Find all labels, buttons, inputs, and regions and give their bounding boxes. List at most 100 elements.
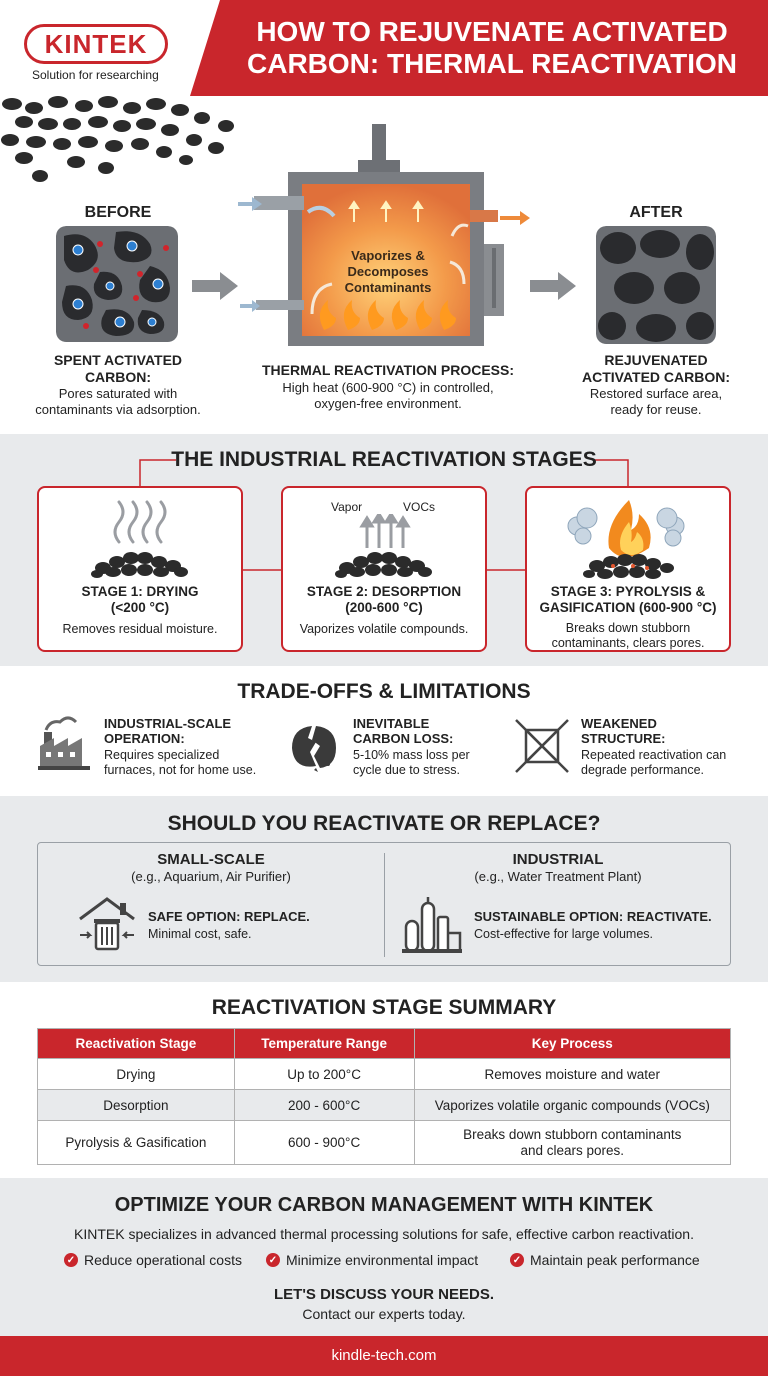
tradeoff-title: INDUSTRIAL-SCALE OPERATION:	[104, 716, 256, 746]
summary-title: REACTIVATION STAGE SUMMARY	[211, 996, 557, 1019]
rejuvenated-title: REJUVENATED ACTIVATED CARBON:	[566, 352, 746, 386]
house-trash-icon	[79, 897, 135, 951]
tradeoff-title-line-2: CARBON LOSS:	[353, 731, 454, 746]
tradeoff-title: WEAKENED STRUCTURE:	[581, 716, 726, 746]
stage-desc-line-1: Removes residual moisture.	[62, 622, 218, 636]
arrow-right-icon	[530, 272, 576, 300]
tradeoff-item: WEAKENED STRUCTURE: Repeated reactivatio…	[581, 716, 726, 778]
table-cell-line-2: and clears pores.	[520, 1142, 625, 1158]
benefit-label: Maintain peak performance	[530, 1252, 700, 1268]
tradeoff-item: INDUSTRIAL-SCALE OPERATION: Requires spe…	[104, 716, 256, 778]
benefit-item: ✓ Maintain peak performance	[510, 1252, 700, 1268]
tradeoff-title-line-1: WEAKENED	[581, 716, 657, 731]
thermal-desc-line-2: oxygen-free environment.	[314, 396, 462, 411]
benefit-item: ✓ Reduce operational costs	[64, 1252, 242, 1268]
footer-link[interactable]: kindle-tech.com	[0, 1336, 768, 1376]
title-line-1: HOW TO REJUVENATE ACTIVATED	[256, 16, 728, 47]
stage-title-line-1: STAGE 3: PYROLYSIS &	[550, 584, 706, 599]
stage-title-line-2: GASIFICATION (600-900 °C)	[539, 600, 717, 615]
check-icon: ✓	[266, 1253, 280, 1267]
industrial-heading: INDUSTRIAL	[512, 851, 604, 868]
stage-title: STAGE 1: DRYING (<200 °C)	[39, 584, 241, 616]
spent-desc: Pores saturated with contaminants via ad…	[14, 386, 222, 418]
rejuvenated-carbon-image	[596, 226, 716, 344]
header: KINTEK Solution for researching HOW TO R…	[0, 0, 768, 96]
spent-carbon-image	[56, 226, 178, 342]
cta-contact[interactable]: Contact our experts today.	[302, 1306, 466, 1322]
weakened-structure-icon	[515, 719, 569, 773]
carbon-pellets-illustration	[1, 96, 234, 182]
tradeoff-desc-line-2: cycle due to stress.	[353, 763, 460, 777]
table-cell: 200 - 600°C	[233, 1089, 415, 1121]
stage-desc-line-1: Vaporizes volatile compounds.	[299, 622, 469, 636]
furnace-text-line-2: Decomposes	[347, 264, 429, 279]
tradeoff-title-line-1: INEVITABLE	[353, 716, 430, 731]
table-row: Pyrolysis & Gasification 600 - 900°C Bre…	[37, 1120, 732, 1165]
stage-card-drying: STAGE 1: DRYING (<200 °C) Removes residu…	[37, 486, 243, 652]
spent-title: SPENT ACTIVATED CARBON:	[28, 352, 208, 386]
after-label: AFTER	[629, 204, 683, 221]
tradeoff-desc-line-1: 5-10% mass loss per	[353, 748, 470, 762]
benefit-label: Reduce operational costs	[84, 1252, 242, 1268]
tradeoffs-section: TRADE-OFFS & LIMITATIONS INDUSTRIAL-SCAL…	[0, 666, 768, 796]
table-cell: Breaks down stubborn contaminants and cl…	[413, 1120, 732, 1165]
table-header: Key Process	[413, 1028, 732, 1059]
table-cell-line-1: Breaks down stubborn contaminants	[463, 1126, 682, 1142]
stage-desc: Breaks down stubborn contaminants, clear…	[527, 621, 729, 651]
cta-title: OPTIMIZE YOUR CARBON MANAGEMENT WITH KIN…	[114, 1194, 654, 1216]
rejuvenated-desc-line-1: Restored surface area,	[589, 386, 723, 401]
tradeoff-title-line-2: OPERATION:	[104, 731, 185, 746]
spent-title-line-1: SPENT ACTIVATED	[53, 352, 183, 368]
stages-connector-lines	[139, 459, 629, 571]
page-title: HOW TO REJUVENATE ACTIVATED CARBON: THER…	[236, 16, 748, 80]
rejuvenated-desc: Restored surface area, ready for reuse.	[566, 386, 746, 418]
furnace-text-line-3: Contaminants	[344, 280, 432, 295]
tradeoff-desc: Requires specialized furnaces, not for h…	[104, 748, 256, 778]
plant-icon	[402, 897, 462, 953]
table-header-row: Reactivation Stage Temperature Range Key…	[37, 1028, 732, 1059]
stage-title-line-2: (<200 °C)	[110, 600, 170, 615]
kintek-logo[interactable]: KINTEK	[24, 24, 168, 64]
stage-desc: Removes residual moisture.	[39, 622, 241, 637]
table-cell: Pyrolysis & Gasification	[37, 1120, 235, 1165]
tradeoff-desc-line-1: Requires specialized	[104, 748, 220, 762]
stages-title: THE INDUSTRIAL REACTIVATION STAGES	[171, 448, 597, 471]
pyrolysis-illustration	[567, 500, 685, 579]
decision-section: SHOULD YOU REACTIVATE OR REPLACE? SMALL-…	[0, 796, 768, 982]
tradeoffs-title: TRADE-OFFS & LIMITATIONS	[237, 680, 531, 703]
tradeoff-desc: Repeated reactivation can degrade perfor…	[581, 748, 726, 778]
decision-divider	[384, 853, 385, 957]
tradeoff-desc-line-2: degrade performance.	[581, 763, 704, 777]
logo-text: KINTEK	[44, 28, 148, 59]
spent-title-line-2: CARBON:	[84, 369, 152, 385]
summary-section: REACTIVATION STAGE SUMMARY Reactivation …	[0, 982, 768, 1178]
benefit-item: ✓ Minimize environmental impact	[266, 1252, 478, 1268]
rejuvenated-title-line-2: ACTIVATED CARBON:	[581, 369, 731, 385]
header-banner	[190, 0, 768, 96]
reactivate-desc: Cost-effective for large volumes.	[474, 927, 654, 941]
small-scale-heading: SMALL-SCALE	[157, 851, 265, 868]
reactivate-option: SUSTAINABLE OPTION: REACTIVATE.	[474, 909, 712, 924]
industrial-sub: (e.g., Water Treatment Plant)	[474, 869, 642, 884]
tradeoff-title: INEVITABLE CARBON LOSS:	[353, 716, 470, 746]
tradeoff-item: INEVITABLE CARBON LOSS: 5-10% mass loss …	[353, 716, 470, 778]
rejuvenated-desc-line-2: ready for reuse.	[610, 402, 702, 417]
summary-table: Reactivation Stage Temperature Range Key…	[37, 1028, 732, 1165]
table-cell: Vaporizes volatile organic compounds (VO…	[413, 1089, 732, 1121]
thermal-desc: High heat (600-900 °C) in controlled, ox…	[238, 380, 538, 412]
desorption-illustration	[335, 514, 432, 578]
stage-desc-line-2: contaminants, clears pores.	[551, 636, 705, 650]
stage-title: STAGE 3: PYROLYSIS & GASIFICATION (600-9…	[527, 584, 729, 616]
table-row: Drying Up to 200°C Removes moisture and …	[37, 1058, 732, 1090]
table-cell: Drying	[37, 1058, 235, 1090]
arrow-right-icon	[192, 272, 238, 300]
stage-card-desorption: Vapor VOCs STAGE 2: DESORPTION (200-600 …	[281, 486, 487, 652]
cta-subtitle: LET'S DISCUSS YOUR NEEDS.	[274, 1286, 494, 1303]
spent-desc-line-1: Pores saturated with	[58, 386, 178, 401]
stage-card-pyrolysis: STAGE 3: PYROLYSIS & GASIFICATION (600-9…	[525, 486, 731, 652]
before-label: BEFORE	[84, 204, 152, 221]
tradeoff-desc-line-2: furnaces, not for home use.	[104, 763, 257, 777]
cta-section: OPTIMIZE YOUR CARBON MANAGEMENT WITH KIN…	[0, 1178, 768, 1336]
stage-desc: Vaporizes volatile compounds.	[283, 622, 485, 637]
tradeoff-title-line-2: STRUCTURE:	[581, 731, 666, 746]
